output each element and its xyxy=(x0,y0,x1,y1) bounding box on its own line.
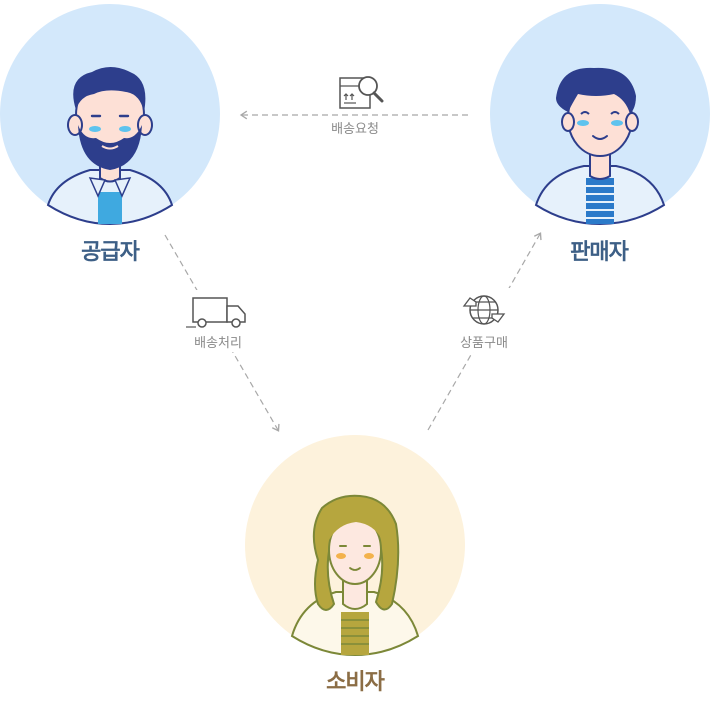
globe-exchange-icon xyxy=(462,295,506,325)
delivery-request-label: 배송요청 xyxy=(331,122,379,137)
package-search-icon xyxy=(339,76,384,109)
delivery-processing-label: 배송처리 xyxy=(194,336,242,351)
seller-label: 판매자 xyxy=(570,240,629,265)
consumer-avatar xyxy=(290,494,420,657)
consumer-label: 소비자 xyxy=(326,670,385,695)
seller-avatar xyxy=(534,67,666,226)
product-purchase-label: 상품구매 xyxy=(460,336,508,351)
supplier-label: 공급자 xyxy=(81,240,140,265)
supplier-avatar xyxy=(46,67,174,226)
truck-icon xyxy=(186,297,246,328)
